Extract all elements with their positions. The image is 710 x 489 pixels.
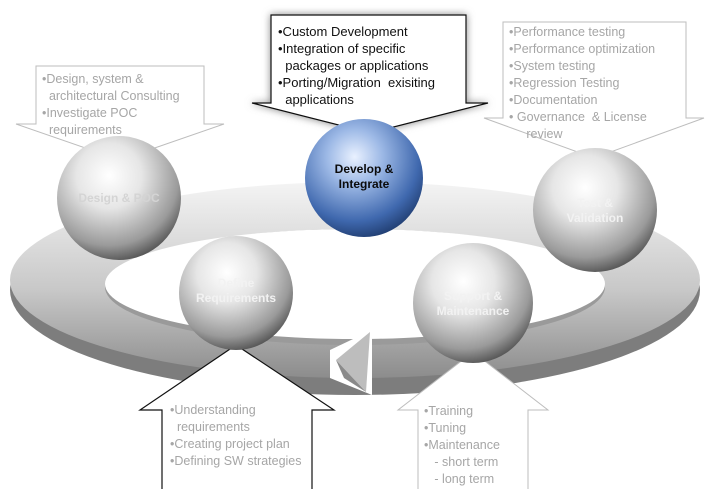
- design-label-line1: Design & POC: [78, 191, 160, 205]
- design-callout-text: •Design, system & architectural Consulti…: [42, 71, 180, 139]
- test-sphere: [533, 148, 657, 272]
- develop-sphere-label: Develop & Integrate: [316, 162, 412, 192]
- test-item: • Governance & License: [509, 110, 647, 124]
- develop-item: packages or applications: [278, 58, 429, 73]
- support-sphere: [413, 243, 533, 363]
- support-item: - long term: [424, 472, 495, 486]
- develop-item: •Porting/Migration exisiting: [278, 75, 436, 90]
- develop-label-line2: Integrate: [338, 177, 390, 191]
- design-item: •Investigate POC: [42, 106, 138, 120]
- define-callout-text: •Understanding requirements •Creating pr…: [170, 402, 302, 470]
- define-sphere-label: Define Requirements: [180, 276, 292, 306]
- define-item: •Creating project plan: [170, 437, 290, 451]
- test-item: •System testing: [509, 59, 596, 73]
- design-item: •Design, system &: [42, 72, 144, 86]
- test-label-line2: Validation: [566, 211, 624, 225]
- support-label-line1: Support &: [444, 289, 502, 303]
- develop-callout-arrow: [251, 14, 489, 134]
- define-item: requirements: [170, 420, 250, 434]
- test-label-line1: Test &: [577, 196, 613, 210]
- develop-sphere: [305, 119, 423, 237]
- test-item: •Performance testing: [509, 25, 626, 39]
- test-item: •Documentation: [509, 93, 598, 107]
- define-sphere: [179, 236, 293, 350]
- develop-callout-text: •Custom Development •Integration of spec…: [278, 23, 435, 108]
- develop-item: •Custom Development: [278, 24, 408, 39]
- test-callout-text: •Performance testing •Performance optimi…: [509, 24, 655, 143]
- support-label-line2: Maintenance: [436, 304, 510, 318]
- test-item: •Performance optimization: [509, 42, 656, 56]
- support-item: •Maintenance: [424, 438, 500, 452]
- test-item: •Regression Testing: [509, 76, 620, 90]
- test-callout-arrow: [483, 21, 705, 159]
- design-callout-arrow: [15, 65, 225, 161]
- test-sphere-label: Test & Validation: [545, 196, 645, 226]
- support-sphere-label: Support & Maintenance: [418, 289, 528, 319]
- define-item: •Defining SW strategies: [170, 454, 302, 468]
- support-item: •Training: [424, 404, 474, 418]
- support-item: •Tuning: [424, 421, 467, 435]
- test-item: review: [509, 127, 563, 141]
- design-sphere-label: Design & POC: [62, 191, 176, 206]
- define-item: •Understanding: [170, 403, 256, 417]
- support-callout-text: •Training •Tuning •Maintenance - short t…: [424, 403, 500, 488]
- define-label-line2: Requirements: [195, 291, 277, 305]
- develop-label-line1: Develop &: [334, 162, 394, 176]
- develop-item: applications: [278, 92, 354, 107]
- design-item: architectural Consulting: [42, 89, 180, 103]
- design-item: requirements: [42, 123, 122, 137]
- design-sphere: [57, 136, 181, 260]
- develop-item: •Integration of specific: [278, 41, 406, 56]
- support-item: - short term: [424, 455, 499, 469]
- define-label-line1: Define: [217, 276, 255, 290]
